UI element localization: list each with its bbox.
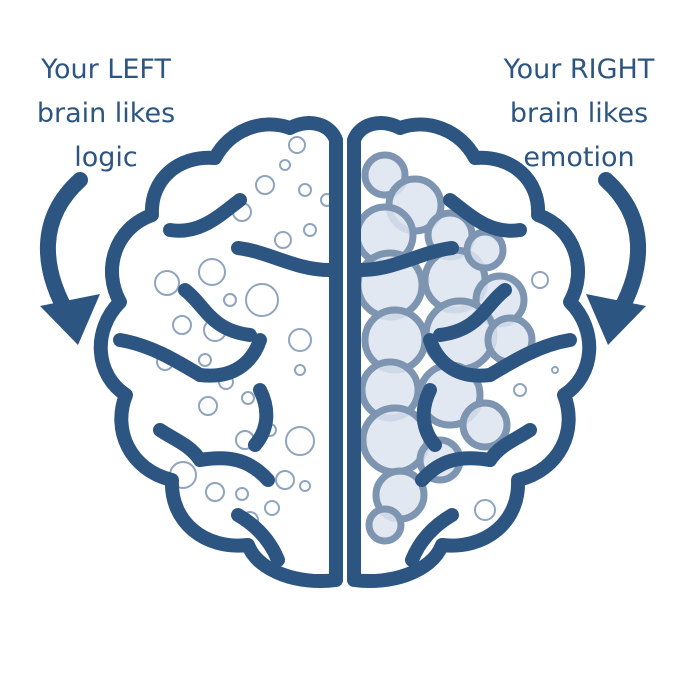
right-brain-caption: Your RIGHT brain likes emotion xyxy=(486,48,672,180)
right-caption-line-1: Your RIGHT xyxy=(503,54,655,85)
emotion-cloud xyxy=(353,151,536,545)
right-caption-line-2: brain likes xyxy=(509,98,649,129)
left-caption-line-3: logic xyxy=(74,142,138,173)
left-caption-line-1: Your LEFT xyxy=(41,54,171,85)
left-caption-line-2: brain likes xyxy=(36,98,176,129)
left-brain-caption: Your LEFT brain likes logic xyxy=(20,48,192,180)
brain-outline xyxy=(93,116,597,588)
right-caption-line-3: emotion xyxy=(523,142,635,173)
left-curved-arrow-icon xyxy=(39,172,100,345)
right-curved-arrow-icon xyxy=(586,172,647,345)
